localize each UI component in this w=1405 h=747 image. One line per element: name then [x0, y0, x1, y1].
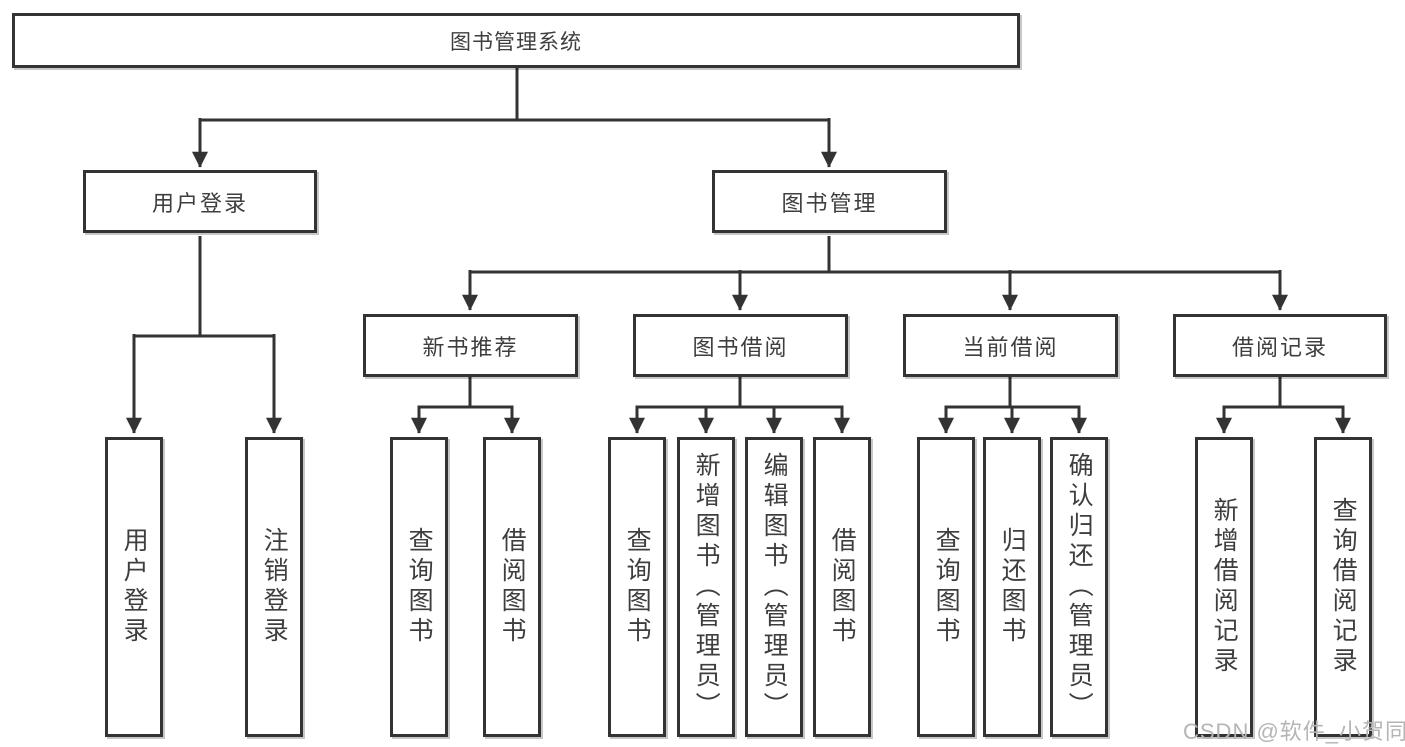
- leaf-label: 用户登录: [120, 527, 149, 647]
- node-label: 图书管理系统: [450, 30, 582, 54]
- leaf-user-login: 用户登录: [105, 437, 163, 737]
- node-label: 图书管理: [781, 190, 878, 216]
- node-library-management-system: 图书管理系统: [12, 13, 1020, 68]
- leaf-label: 查询图书: [405, 527, 434, 647]
- leaf-borrow-books-recommend: 借阅图书: [483, 437, 541, 737]
- node-label: 新书推荐: [422, 334, 519, 360]
- leaf-return-books: 归还图书: [983, 437, 1041, 737]
- leaf-label: 注销登录: [260, 527, 289, 647]
- leaf-logout: 注销登录: [245, 437, 303, 737]
- leaf-label: 归还图书: [998, 527, 1027, 647]
- leaf-query-borrow-record: 查询借阅记录: [1314, 437, 1372, 737]
- leaf-add-borrow-record: 新增借阅记录: [1195, 437, 1253, 737]
- leaf-label: 借阅图书: [828, 527, 857, 647]
- leaf-label: 查询图书: [932, 527, 961, 647]
- leaf-label: 新增图书（管理员）: [692, 452, 721, 722]
- leaf-label: 确认归还（管理员）: [1065, 452, 1094, 722]
- node-current-borrowing: 当前借阅: [903, 314, 1118, 377]
- node-book-management: 图书管理: [712, 170, 947, 233]
- leaf-label: 查询借阅记录: [1329, 497, 1358, 677]
- node-label: 用户登录: [151, 190, 248, 216]
- leaf-query-books-borrow: 查询图书: [608, 437, 666, 737]
- node-user-login: 用户登录: [83, 170, 317, 233]
- node-label: 当前借阅: [962, 334, 1059, 360]
- node-label: 图书借阅: [692, 334, 789, 360]
- leaf-label: 查询图书: [623, 527, 652, 647]
- leaf-add-books-admin: 新增图书（管理员）: [677, 437, 735, 737]
- leaf-query-books-recommend: 查询图书: [390, 437, 448, 737]
- node-borrowing-records: 借阅记录: [1173, 314, 1387, 377]
- leaf-edit-books-admin: 编辑图书（管理员）: [745, 437, 803, 737]
- leaf-query-books-current: 查询图书: [917, 437, 975, 737]
- node-book-borrowing: 图书借阅: [633, 314, 848, 377]
- leaf-label: 新增借阅记录: [1210, 497, 1239, 677]
- leaf-label: 借阅图书: [498, 527, 527, 647]
- leaf-confirm-return-admin: 确认归还（管理员）: [1050, 437, 1108, 737]
- node-label: 借阅记录: [1231, 334, 1328, 360]
- leaf-label: 编辑图书（管理员）: [760, 452, 789, 722]
- csdn-watermark: CSDN @软件_小贺同学: [1183, 719, 1405, 744]
- node-new-book-recommend: 新书推荐: [363, 314, 578, 377]
- leaf-borrow-books: 借阅图书: [813, 437, 871, 737]
